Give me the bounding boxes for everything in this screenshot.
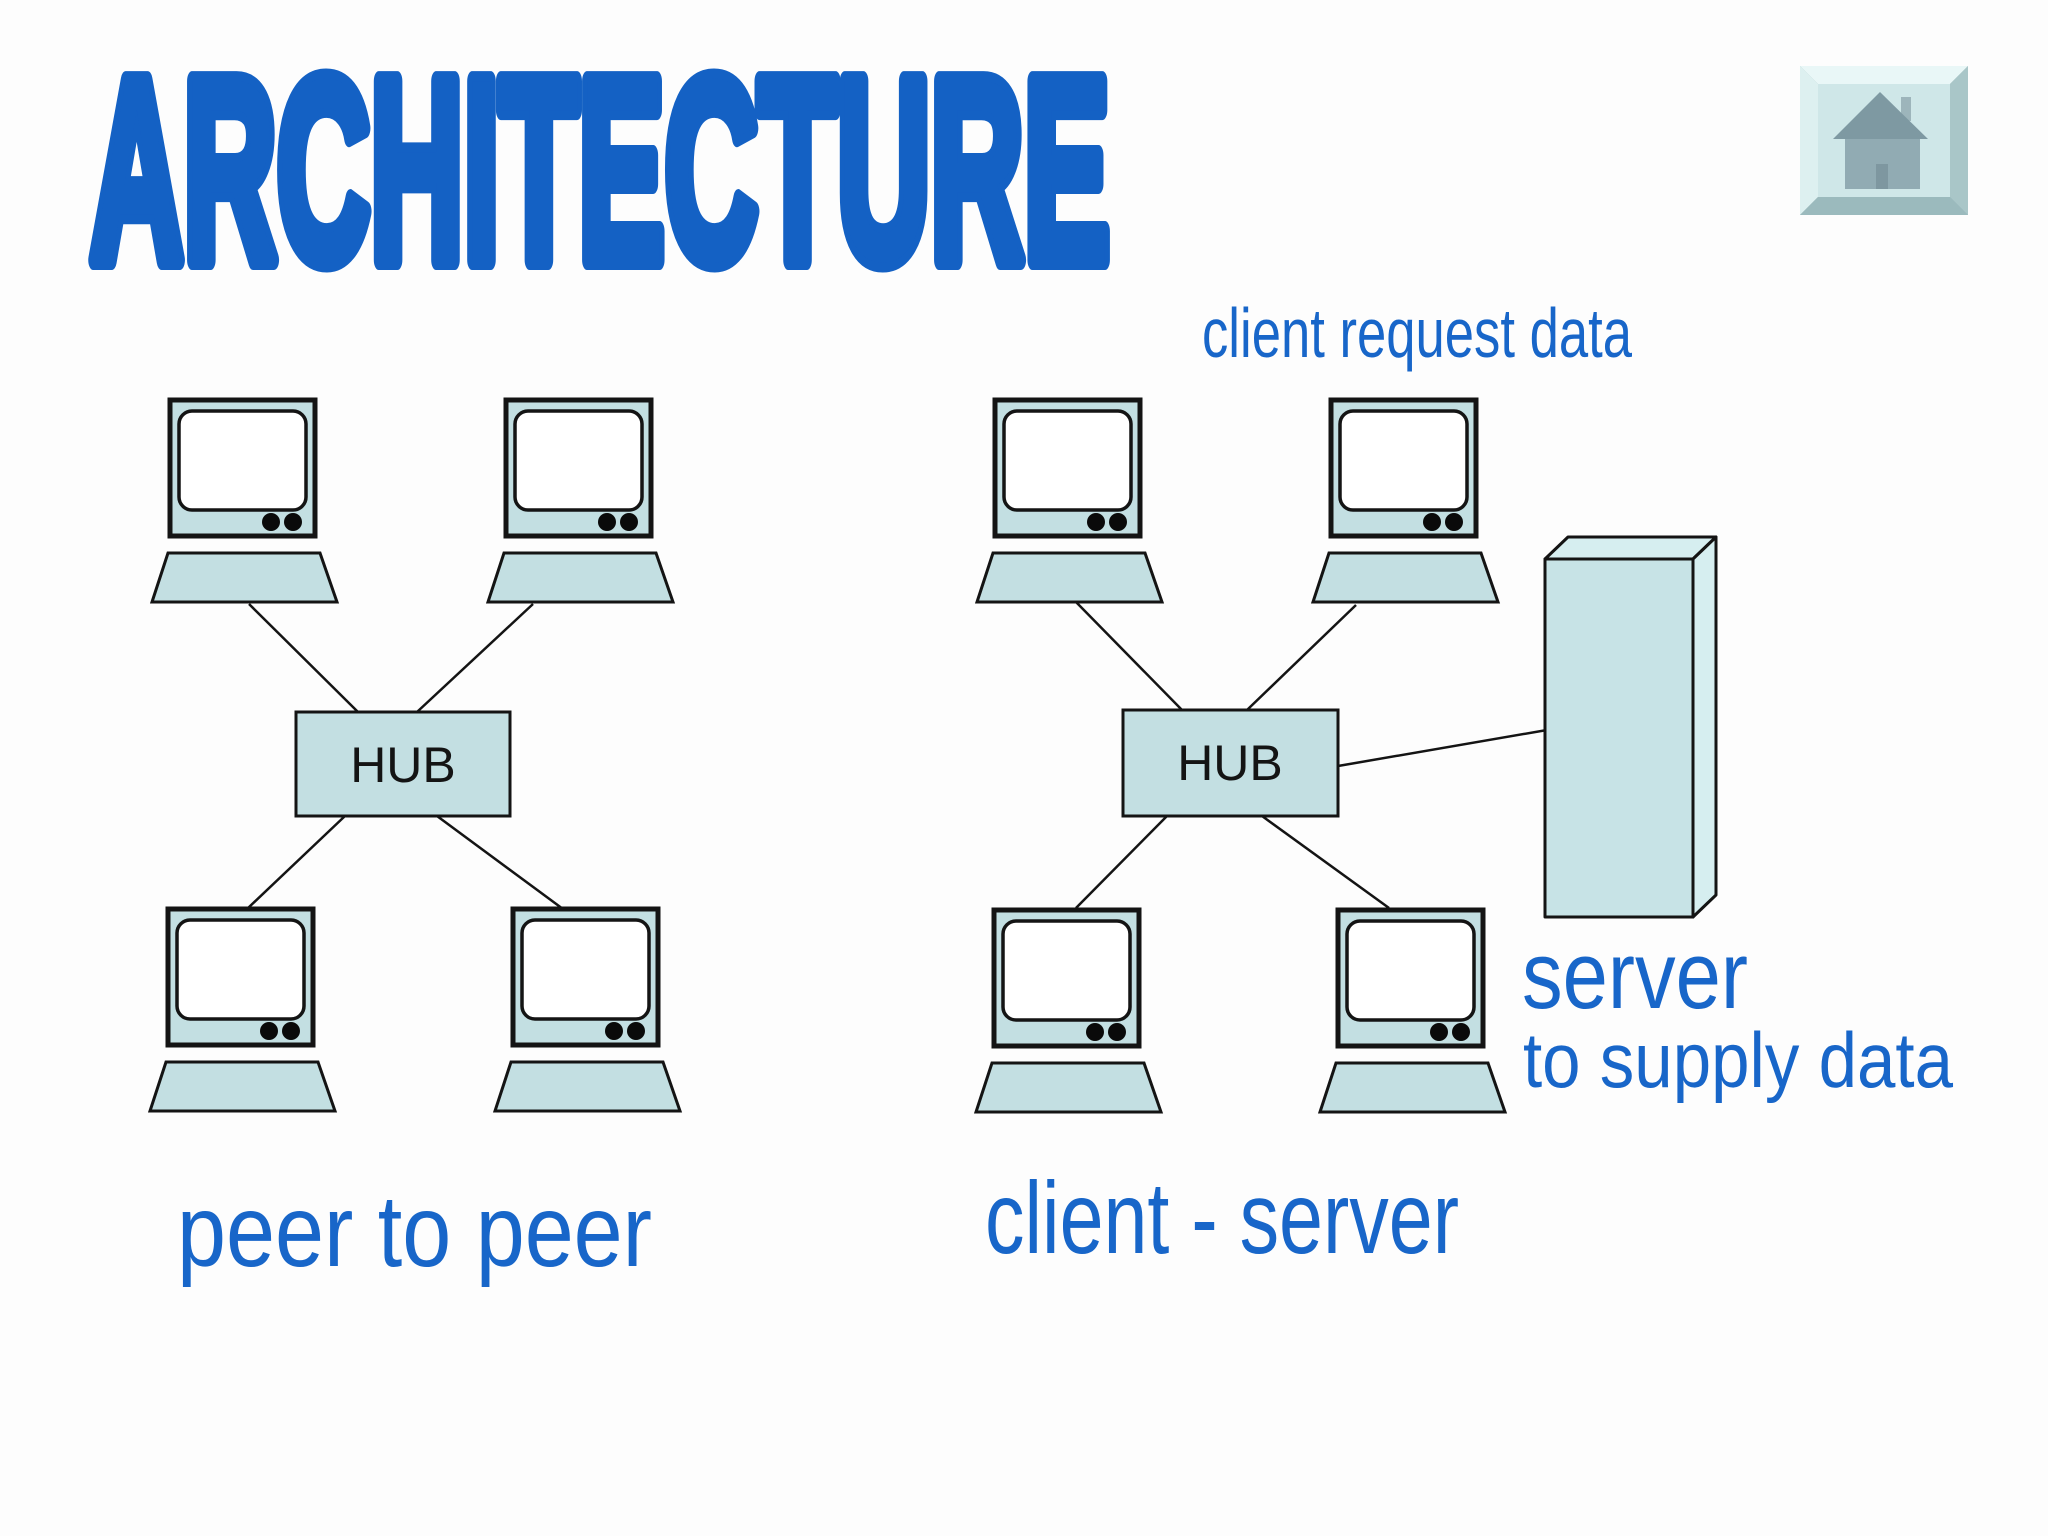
hub-box	[294, 710, 512, 818]
computer-icon	[150, 909, 335, 1111]
hub-box	[1121, 708, 1340, 818]
home-button[interactable]	[1800, 66, 1968, 215]
client-server-caption: client - server	[985, 1161, 1459, 1275]
hub-label: HUB	[1177, 735, 1283, 791]
connection-line	[1075, 815, 1168, 909]
connection-line	[1075, 601, 1183, 711]
connection-line	[416, 603, 534, 713]
computer-icon	[976, 910, 1161, 1112]
server-sublabel: to supply data	[1523, 1016, 1954, 1104]
hub-label: HUB	[350, 737, 456, 793]
server-front-face	[1543, 557, 1695, 919]
server-top-face	[1543, 535, 1718, 561]
peer-to-peer-diagram: HUB peer to peer	[150, 400, 680, 1288]
home-button-bevel-left	[1800, 66, 1818, 215]
computer-icon	[977, 400, 1162, 602]
home-icon-chimney	[1901, 97, 1911, 121]
connection-line	[248, 603, 359, 713]
connection-line	[1246, 604, 1357, 711]
computer-icon	[1313, 400, 1498, 602]
server-right-face	[1691, 535, 1718, 919]
slide-title: ARCHITECTURE	[90, 26, 1110, 316]
home-button-bevel-right	[1950, 66, 1968, 215]
home-icon-door	[1876, 164, 1888, 189]
peer-to-peer-caption: peer to peer	[177, 1174, 652, 1288]
hub-to-server-line	[1337, 728, 1548, 768]
connection-line	[246, 815, 346, 910]
client-server-diagram: client request data HUB server to supply…	[976, 294, 1954, 1275]
home-button-bevel-top	[1800, 66, 1968, 84]
connection-line	[1261, 814, 1390, 910]
home-icon-roof	[1833, 92, 1928, 139]
home-button-bevel-bottom	[1800, 197, 1968, 215]
computer-icon	[1320, 910, 1505, 1112]
server-tower-icon	[1543, 535, 1718, 919]
connection-line	[436, 814, 564, 911]
home-icon	[1833, 92, 1928, 189]
server-label: server	[1522, 922, 1748, 1029]
computer-icon	[152, 400, 337, 602]
computer-icon	[488, 400, 673, 602]
computer-icon	[495, 909, 680, 1111]
client-request-annotation: client request data	[1202, 294, 1632, 372]
